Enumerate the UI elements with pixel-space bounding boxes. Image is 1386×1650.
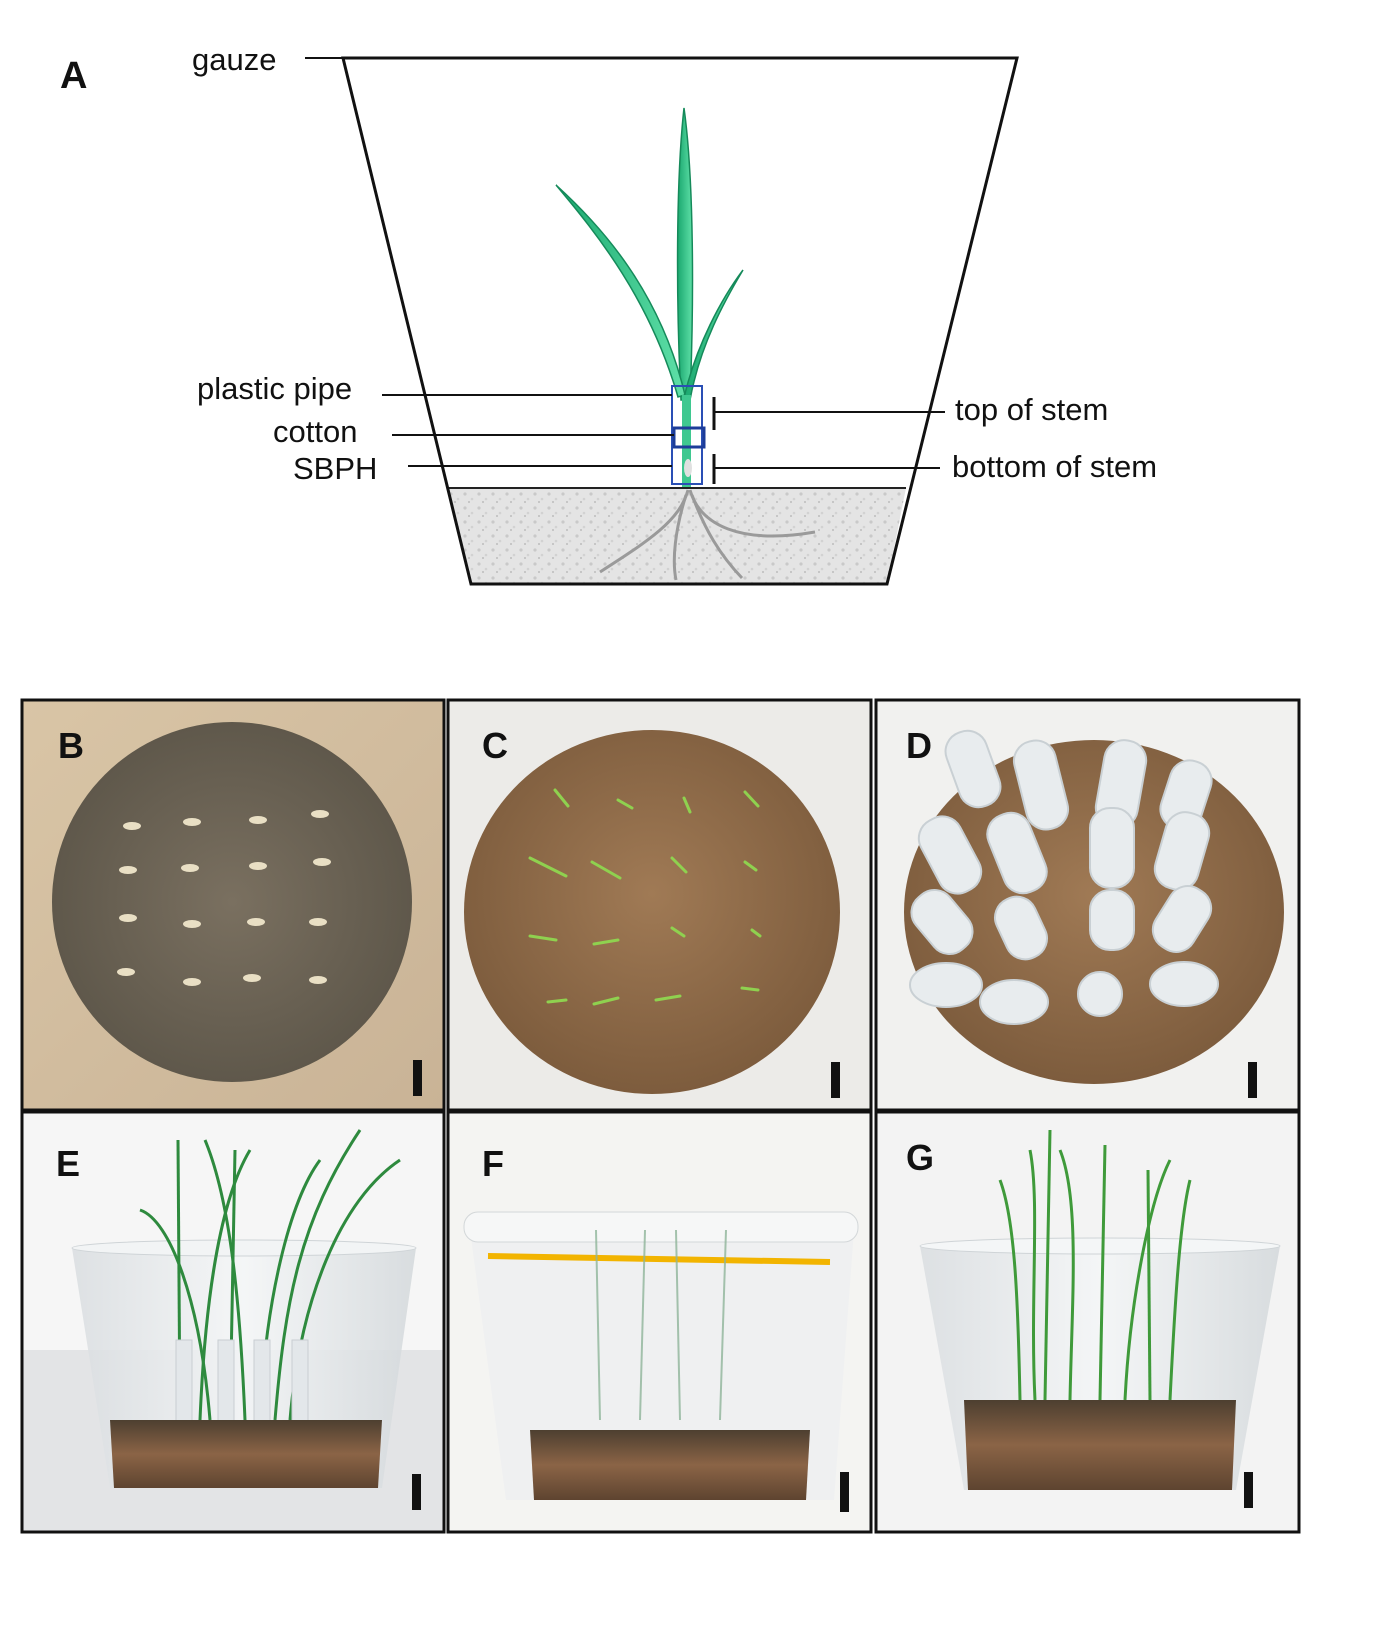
panel-letter-c: C	[482, 725, 508, 766]
panel-c: C	[446, 698, 873, 1112]
panel-letter-e: E	[56, 1143, 80, 1184]
panel-g: G	[874, 1110, 1301, 1534]
label-top-of-stem: top of stem	[955, 392, 1108, 427]
label-bottom-of-stem: bottom of stem	[952, 449, 1157, 484]
rice-plant	[555, 107, 744, 487]
label-cotton: cotton	[273, 414, 357, 449]
seedlings	[595, 1229, 727, 1421]
scale-bar	[840, 1472, 849, 1512]
cup-rim	[463, 1211, 859, 1243]
sbph-insect	[684, 459, 692, 477]
cup-outline	[341, 56, 1019, 586]
leader-lines	[305, 57, 945, 469]
soil-disc	[52, 722, 412, 1082]
soil-layer	[964, 1400, 1236, 1490]
panel-d: D	[874, 698, 1301, 1112]
rubber-band	[487, 1253, 831, 1265]
scale-bar	[412, 1474, 421, 1510]
scale-bar	[1248, 1062, 1257, 1098]
scale-bar	[1244, 1472, 1253, 1508]
seedlings	[528, 788, 762, 1006]
scale-bar	[413, 1060, 422, 1096]
center-leaf	[676, 107, 694, 401]
stem	[682, 395, 691, 487]
soil-layer	[530, 1430, 810, 1500]
panel-letter-a: A	[60, 55, 87, 97]
scale-bar	[831, 1062, 840, 1098]
soil-layer	[110, 1420, 382, 1488]
left-leaf	[555, 184, 686, 398]
cotton-box	[672, 426, 706, 449]
label-gauze: gauze	[192, 42, 276, 77]
panel-b: B	[20, 698, 446, 1112]
panel-f: F	[446, 1110, 873, 1534]
label-plastic-pipe: plastic pipe	[197, 371, 352, 406]
plastic-tubes	[909, 729, 1219, 1025]
seeds	[117, 810, 331, 986]
plastic-tubes	[175, 1339, 309, 1423]
seedlings	[998, 1129, 1192, 1401]
panel-letter-f: F	[482, 1143, 504, 1184]
panel-letter-g: G	[906, 1137, 934, 1178]
roots	[599, 489, 816, 581]
panel-letter-d: D	[906, 725, 932, 766]
panel-letter-b: B	[58, 725, 84, 766]
panel-e: E	[20, 1110, 446, 1534]
soil-disc	[464, 730, 840, 1094]
panel-a: A	[60, 42, 1157, 586]
label-sbph: SBPH	[293, 451, 377, 486]
